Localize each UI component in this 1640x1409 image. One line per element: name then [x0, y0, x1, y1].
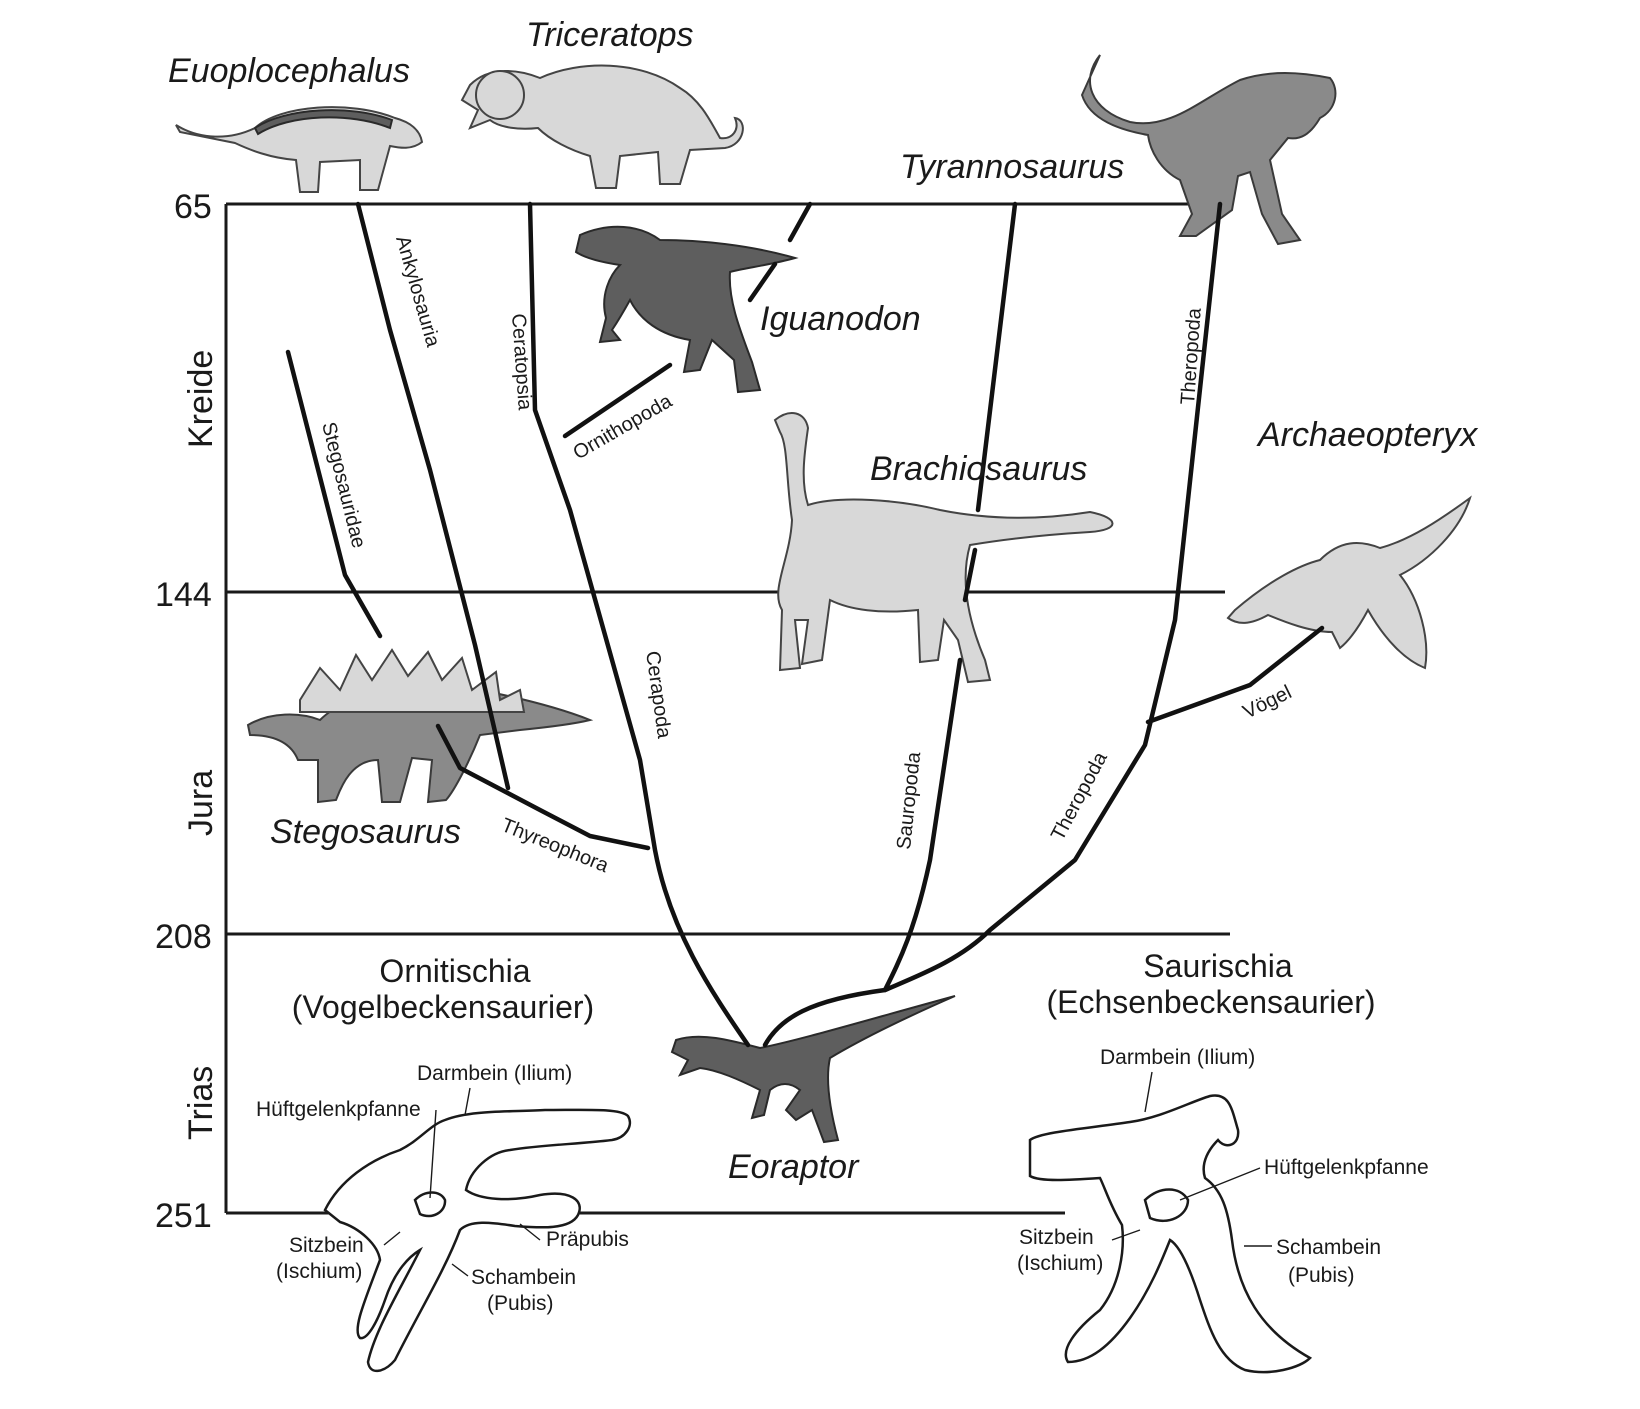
species-tyrannosaurus: Tyrannosaurus — [900, 148, 1124, 186]
orn-schambein-label: Schambein — [471, 1266, 576, 1289]
eoraptor-illustration — [670, 995, 956, 1144]
orn-leaders — [383, 1087, 541, 1277]
branch-sauropoda — [882, 201, 1018, 993]
species-labels: Euoplocephalus Triceratops Tyrannosaurus… — [168, 16, 1478, 1186]
saurischian-pelvis: Darmbein (Ilium) Hüftgelenkpfanne Sitzbe… — [1017, 1046, 1429, 1374]
orn-darmbein-label: Darmbein (Ilium) — [417, 1062, 572, 1085]
species-eoraptor: Eoraptor — [728, 1148, 860, 1186]
period-trias: Trias — [182, 1066, 220, 1140]
sau-darmbein-label: Darmbein (Ilium) — [1100, 1046, 1255, 1069]
label-stegosauridae: Stegosauridae — [317, 420, 370, 550]
branch-iguanodon — [747, 201, 813, 303]
stegosaurus-illustration — [246, 648, 594, 804]
branch-voegel — [1145, 625, 1325, 725]
time-scale: 65 144 208 251 Kreide Jura Trias — [155, 188, 1230, 1235]
ornithischian-pelvis-drawing — [323, 1108, 632, 1372]
group-headings: Ornitischia (Vogelbeckensaurier) Saurisc… — [292, 948, 1376, 1025]
boundary-144: 144 — [155, 576, 212, 614]
ornithischian-pelvis-acetabulum — [413, 1191, 447, 1218]
boundary-208: 208 — [155, 918, 212, 956]
species-triceratops: Triceratops — [526, 16, 694, 54]
saurischian-pelvis-acetabulum — [1143, 1188, 1190, 1223]
branch-saurischia-stem — [762, 201, 1223, 1048]
sau-schambein-label: Schambein — [1276, 1236, 1381, 1259]
period-jura: Jura — [182, 770, 220, 836]
iguanodon-illustration — [574, 225, 799, 394]
orn-praepubis-label: Präpubis — [546, 1228, 629, 1251]
sau-ischium-label: (Ischium) — [1017, 1252, 1103, 1275]
ornitischia-subtitle: (Vogelbeckensaurier) — [292, 989, 594, 1025]
orn-hueftgelenkpfanne-label: Hüftgelenkpfanne — [256, 1098, 421, 1121]
branch-thyreophora — [435, 723, 651, 851]
boundary-65: 65 — [174, 188, 212, 226]
label-sauropoda: Sauropoda — [893, 750, 925, 850]
branch-ankylosauria — [355, 201, 511, 791]
saurischia-subtitle: (Echsenbeckensaurier) — [1046, 984, 1375, 1020]
label-cerapoda: Cerapoda — [641, 650, 675, 741]
label-thyreophora: Thyreophora — [498, 814, 612, 877]
saurischian-pelvis-drawing — [1028, 1094, 1313, 1374]
orn-pubis-label: (Pubis) — [487, 1292, 554, 1315]
ornitischia-title: Ornitischia — [379, 953, 530, 989]
period-kreide: Kreide — [182, 350, 220, 448]
species-stegosaurus: Stegosaurus — [270, 813, 461, 851]
sau-hueftgelenkpfanne-label: Hüftgelenkpfanne — [1264, 1156, 1429, 1179]
tyrannosaurus-illustration — [1080, 54, 1337, 246]
boundary-251: 251 — [155, 1197, 212, 1235]
phylogeny-tree — [285, 201, 1325, 1048]
label-theropoda-lower: Theropoda — [1047, 748, 1112, 845]
branch-ornithischia-stem — [527, 201, 751, 1048]
branch-ornithopoda — [562, 362, 673, 439]
orn-ischium-label: (Ischium) — [276, 1260, 362, 1283]
sau-sitzbein-label: Sitzbein — [1019, 1226, 1094, 1249]
dinosaur-illustrations — [175, 54, 1472, 1144]
brachiosaurus-illustration — [773, 412, 1114, 684]
sau-leaders — [1111, 1071, 1272, 1247]
label-ornithopoda: Ornithopoda — [570, 390, 677, 465]
species-archaeopteryx: Archaeopteryx — [1256, 416, 1478, 454]
orn-sitzbein-label: Sitzbein — [289, 1234, 364, 1257]
species-euoplocephalus: Euoplocephalus — [168, 52, 410, 90]
species-iguanodon: Iguanodon — [760, 300, 921, 338]
triceratops-illustration — [460, 64, 744, 189]
euoplocephalus-illustration — [175, 106, 424, 193]
sau-pubis-label: (Pubis) — [1288, 1264, 1355, 1287]
ornithischian-pelvis: Darmbein (Ilium) Hüftgelenkpfanne Sitzbe… — [256, 1062, 632, 1372]
saurischia-title: Saurischia — [1143, 948, 1293, 984]
archaeopteryx-illustration — [1226, 495, 1472, 670]
label-ankylosauria: Ankylosauria — [391, 233, 444, 350]
species-brachiosaurus: Brachiosaurus — [870, 450, 1087, 488]
branch-stegosauridae — [285, 349, 383, 639]
